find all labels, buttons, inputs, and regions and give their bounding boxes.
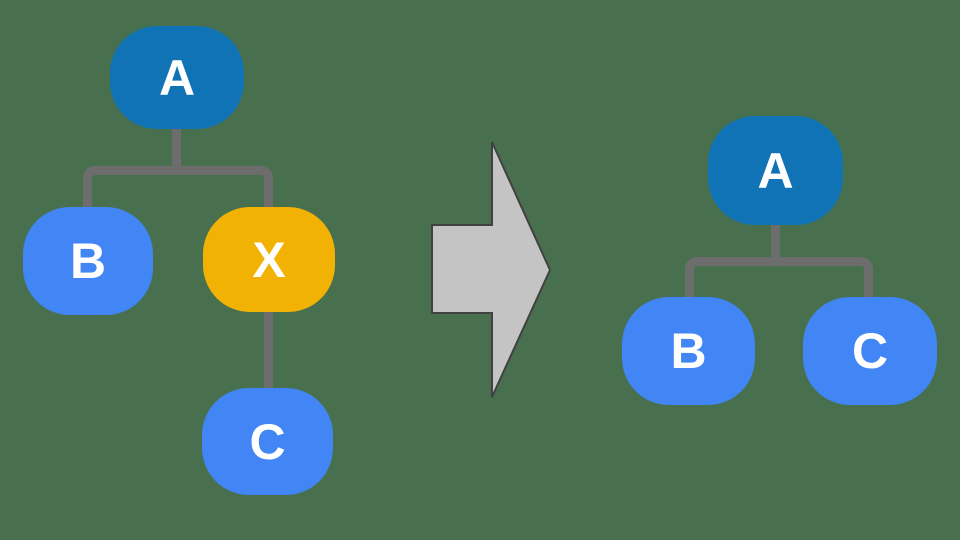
node-a-before-label: A: [158, 49, 196, 106]
node-x-before-label: X: [252, 231, 286, 288]
connector-a-to-children-after: [771, 220, 780, 261]
node-b-after-label: B: [670, 323, 707, 379]
node-c-after-label: C: [851, 323, 889, 379]
connector-bracket-after: [685, 257, 873, 301]
connector-a-to-children: [172, 125, 181, 170]
connector-bracket-before: [83, 166, 273, 211]
node-a-after-label: A: [757, 142, 794, 199]
node-c-before: C: [202, 388, 333, 495]
node-b-after: B: [622, 297, 755, 405]
node-x-before: X: [203, 207, 335, 312]
node-a-after: A: [708, 116, 843, 225]
node-a-before: A: [110, 26, 244, 129]
connector-x-to-c: [264, 305, 273, 392]
node-c-before-label: C: [249, 413, 286, 470]
node-c-after: C: [803, 297, 937, 405]
node-b-before-label: B: [69, 233, 107, 289]
node-b-before: B: [23, 207, 153, 315]
